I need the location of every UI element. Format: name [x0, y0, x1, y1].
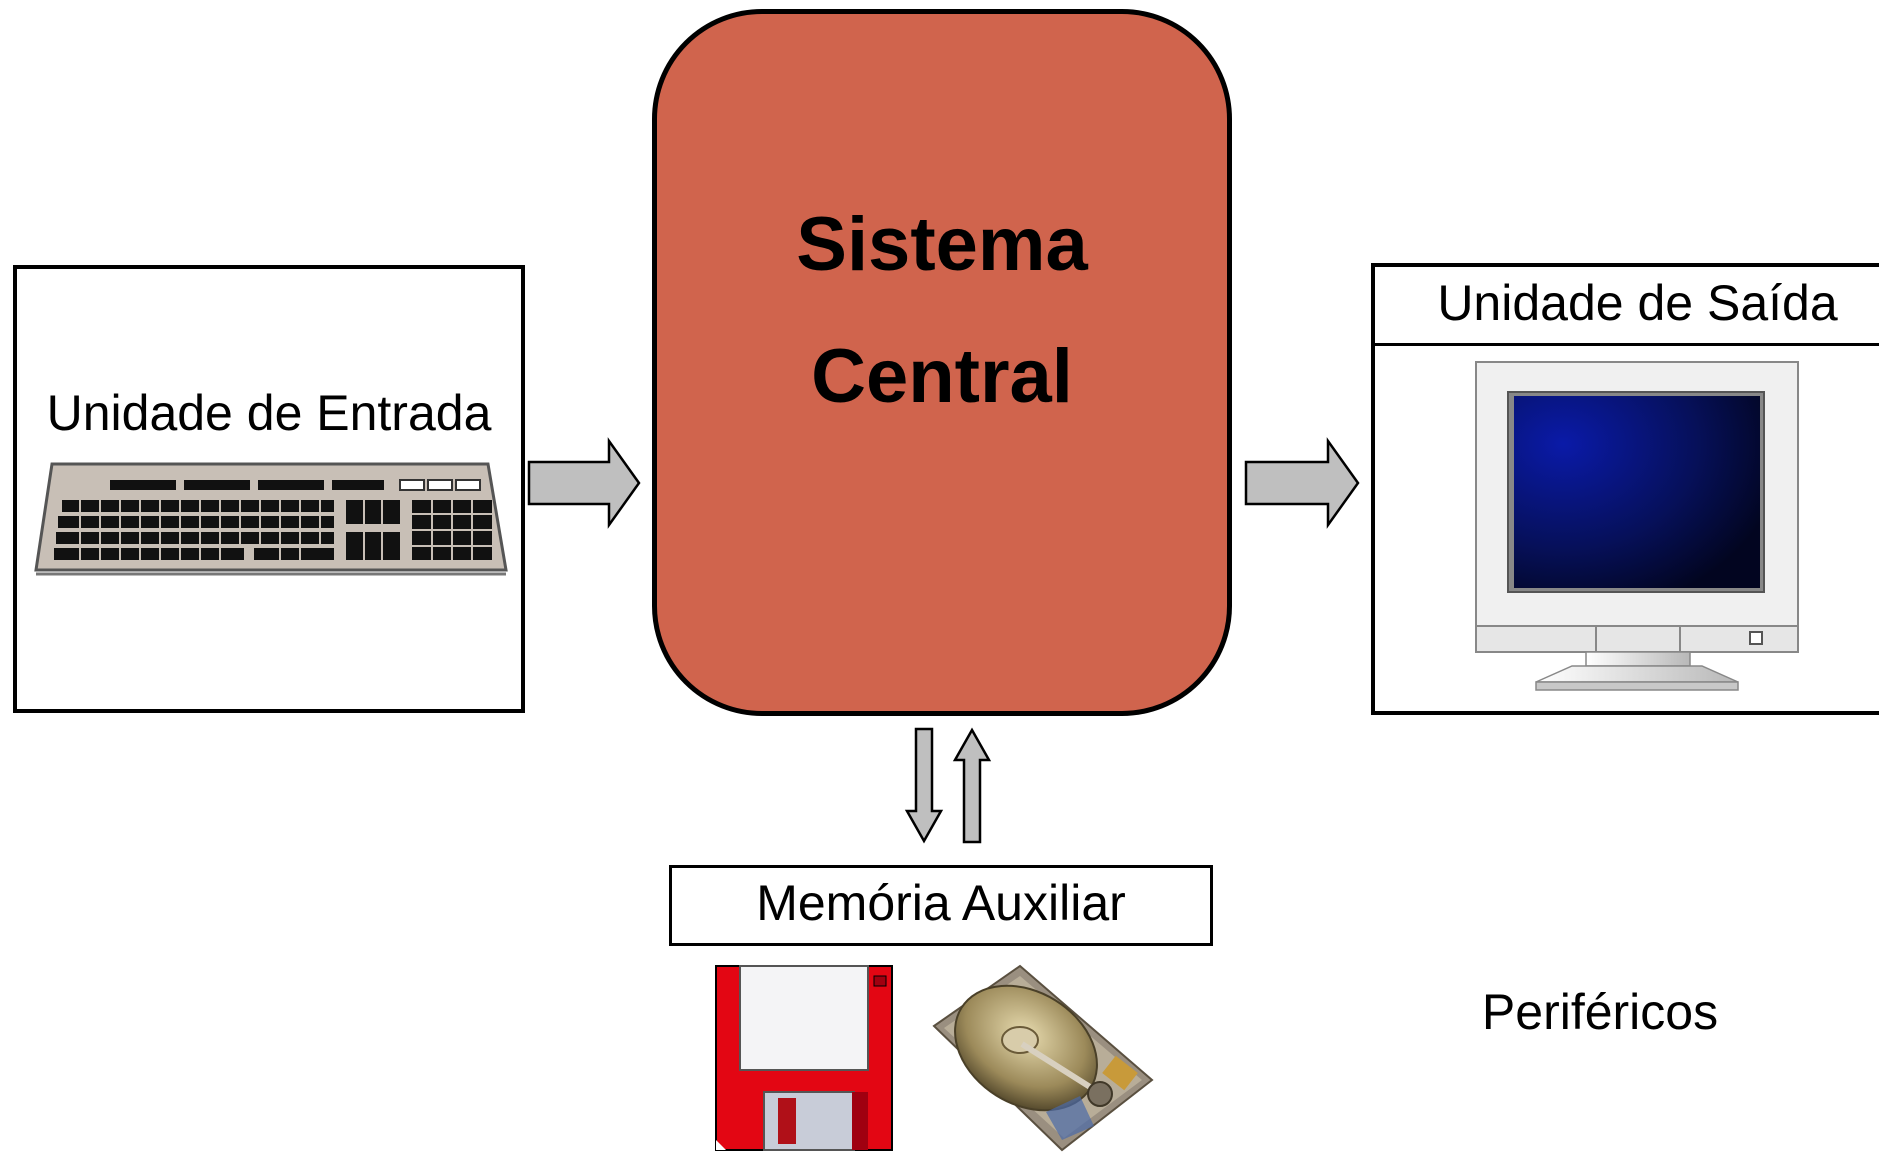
auxiliary-memory-box	[669, 865, 1213, 946]
input-unit-label: Unidade de Entrada	[46, 385, 492, 441]
arrow-central-to-output	[1244, 437, 1360, 529]
floppy-disk-icon	[715, 965, 893, 1151]
central-system-title-line1: Sistema	[796, 202, 1088, 287]
arrow-memory-to-central	[952, 727, 992, 844]
central-system-title-line2: Central	[811, 334, 1073, 419]
keyboard-icon	[34, 462, 508, 576]
arrow-central-to-memory	[904, 727, 944, 844]
monitor-icon	[1475, 361, 1799, 691]
arrow-input-to-central	[527, 437, 641, 529]
output-unit-divider	[1371, 343, 1879, 346]
peripherals-label: Periféricos	[1481, 984, 1719, 1040]
hard-drive-icon	[932, 964, 1154, 1152]
central-system-box	[652, 9, 1232, 716]
output-unit-label: Unidade de Saída	[1437, 275, 1838, 331]
auxiliary-memory-label: Memória Auxiliar	[756, 875, 1126, 931]
